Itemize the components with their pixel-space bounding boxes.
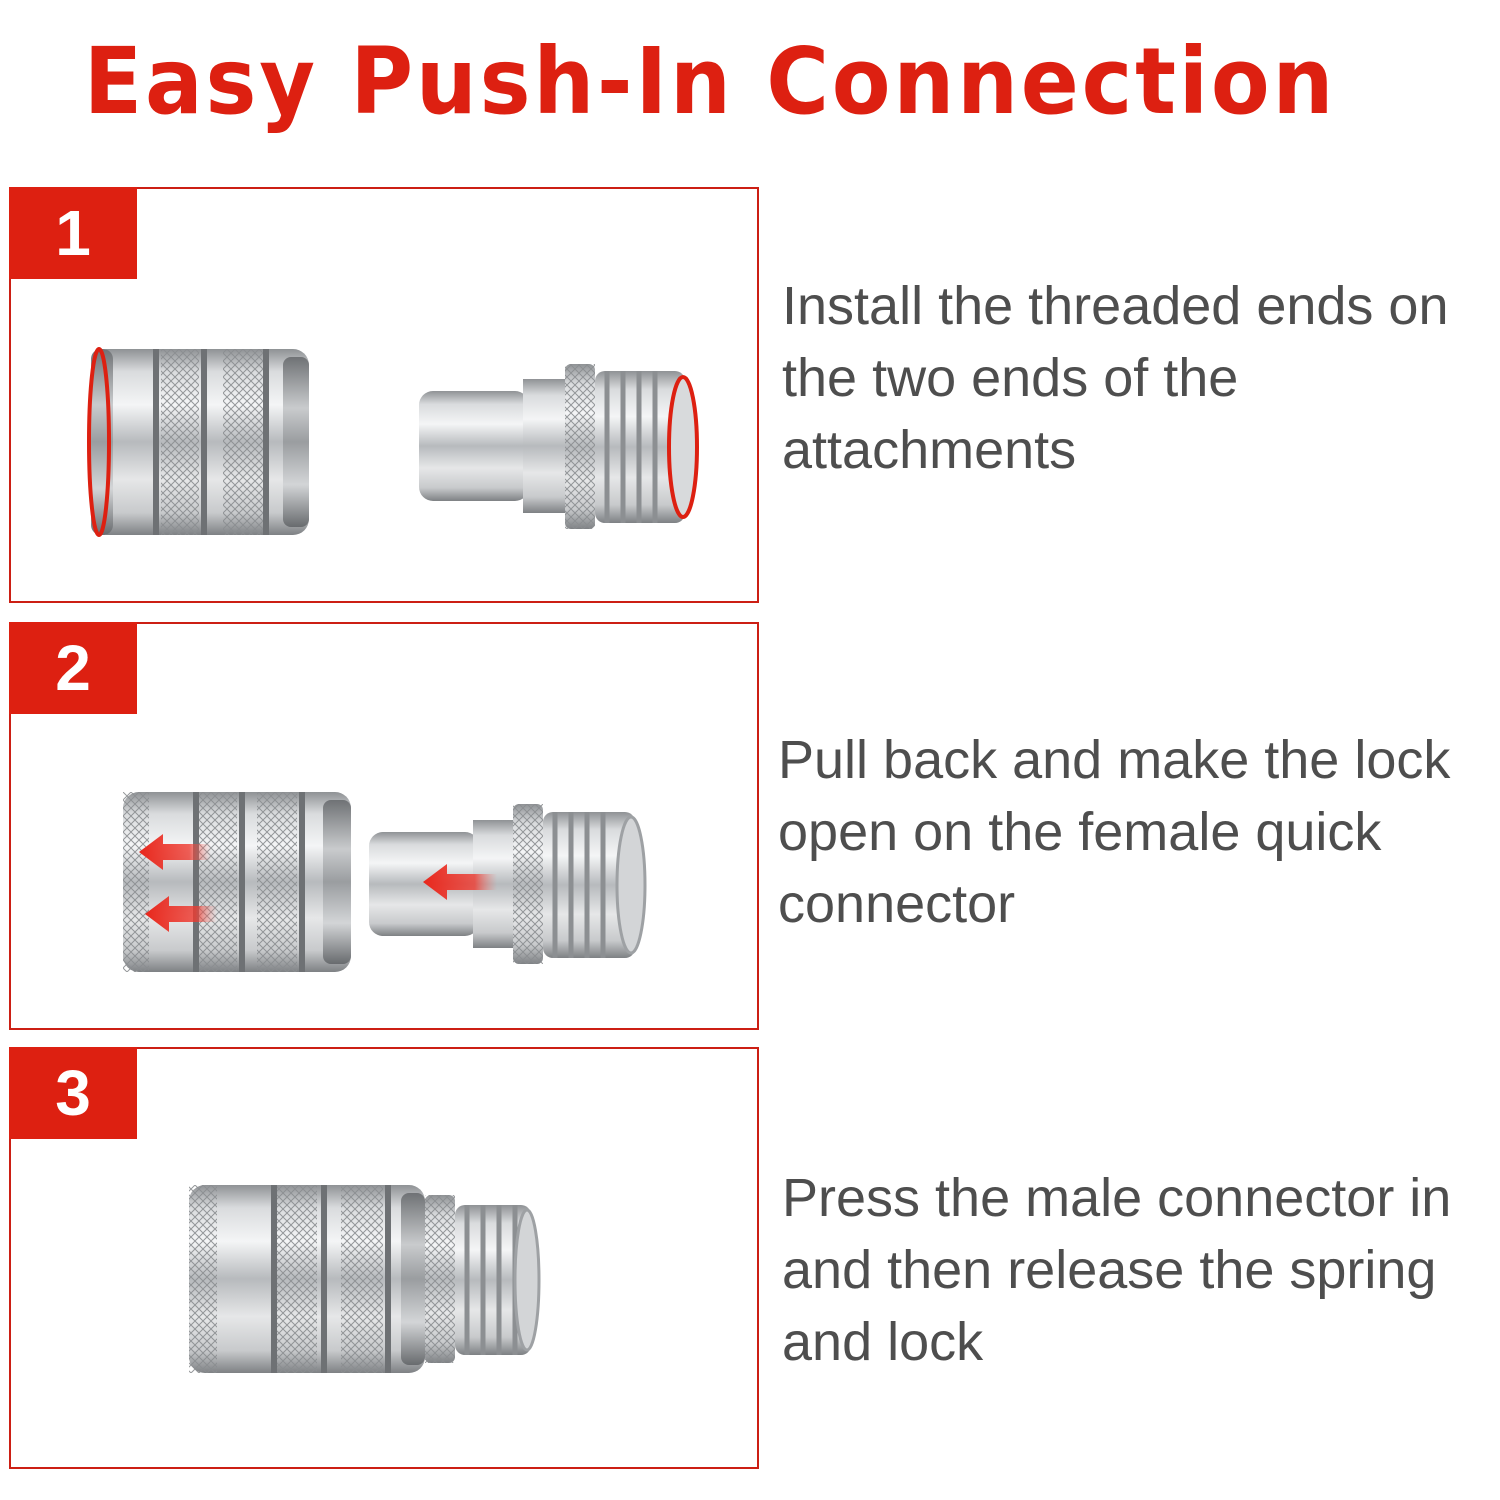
male-plug-icon (425, 1195, 541, 1363)
step-1-panel: 1 (9, 187, 759, 603)
step-3-panel: 3 (9, 1047, 759, 1469)
step-1-text: Install the threaded ends on the two end… (782, 270, 1497, 486)
step-3-line-3: and lock (782, 1312, 984, 1372)
step-2-text: Pull back and make the lock open on the … (778, 724, 1493, 940)
male-plug-icon (419, 364, 699, 529)
arrow-left-icon (423, 864, 497, 900)
page-title: Easy Push-In Connection (83, 28, 1337, 135)
step-1-badge: 1 (9, 187, 137, 279)
male-plug-icon (369, 804, 647, 964)
step-1-line-1: Install the threaded ends on (782, 276, 1449, 336)
female-coupler-icon (87, 347, 309, 537)
step-1-line-2: the two ends of the (782, 348, 1239, 408)
step-2-badge: 2 (9, 622, 137, 714)
step-3-text: Press the male connector in and then rel… (782, 1162, 1497, 1378)
female-coupler-icon (123, 792, 351, 972)
step-3-badge: 3 (9, 1047, 137, 1139)
step-2-line-3: connector (778, 874, 1016, 934)
step-3-illustration (189, 1185, 541, 1373)
step-3-line-1: Press the male connector in (782, 1168, 1452, 1228)
step-1-illustration (87, 347, 699, 537)
step-2-panel: 2 (9, 622, 759, 1030)
step-2-line-2: open on the female quick (778, 802, 1382, 862)
female-coupler-icon (189, 1185, 425, 1373)
step-2-illustration (123, 792, 647, 972)
step-2-line-1: Pull back and make the lock (778, 730, 1451, 790)
step-3-line-2: and then release the spring (782, 1240, 1437, 1300)
arrow-left-icon (139, 834, 217, 932)
step-1-line-3: attachments (782, 420, 1077, 480)
